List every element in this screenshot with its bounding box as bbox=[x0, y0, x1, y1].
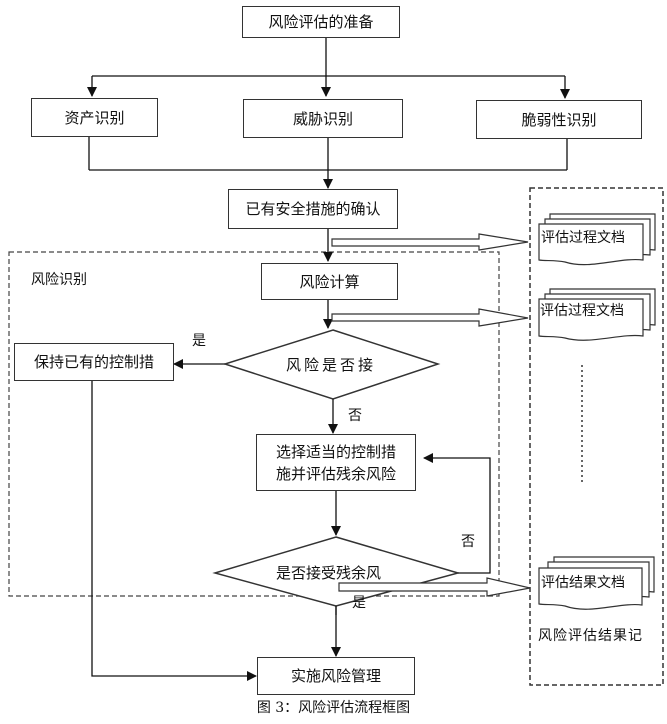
node-asset-identification: 资产识别 bbox=[31, 98, 158, 137]
risk-identification-group bbox=[8, 251, 500, 597]
label-no-2: 否 bbox=[461, 534, 475, 550]
node-implement-risk-management: 实施风险管理 bbox=[257, 657, 415, 695]
hollow-arrow-doc2 bbox=[331, 308, 529, 327]
group-label-results-record: 风险评估结果记 bbox=[538, 628, 643, 644]
hollow-arrow-doc3 bbox=[338, 577, 531, 597]
doc-result: 评估结果文档 bbox=[541, 575, 625, 591]
results-record-group bbox=[529, 187, 664, 686]
node-vulnerability-identification: 脆弱性识别 bbox=[476, 100, 642, 139]
node-prepare: 风险评估的准备 bbox=[242, 6, 400, 38]
node-threat-identification: 威胁识别 bbox=[243, 99, 403, 138]
node-select-controls: 选择适当的控制措 施并评估残余风险 bbox=[256, 434, 416, 491]
doc-process-2: 评估过程文档 bbox=[540, 303, 624, 319]
label-yes-1: 是 bbox=[192, 333, 206, 349]
arrow-no-loop-back bbox=[423, 453, 491, 574]
label-yes-2: 是 bbox=[352, 595, 366, 611]
select-controls-line1: 选择适当的控制措 bbox=[275, 442, 396, 461]
node-keep-controls: 保持已有的控制措 bbox=[14, 343, 174, 381]
doc-stack-2 bbox=[538, 288, 656, 341]
group-label-risk-identification: 风险识别 bbox=[31, 272, 87, 288]
risk-accept-decision-text: 风险是否接 bbox=[286, 356, 377, 374]
doc-stack-3 bbox=[538, 556, 655, 610]
residual-accept-decision-text: 是否接受残余风 bbox=[276, 564, 382, 582]
select-controls-line2: 施并评估残余风险 bbox=[275, 464, 396, 483]
doc-process-1: 评估过程文档 bbox=[541, 230, 625, 246]
node-risk-calculation: 风险计算 bbox=[261, 263, 398, 300]
label-no-1: 否 bbox=[348, 408, 362, 424]
hollow-arrow-doc1 bbox=[331, 233, 529, 251]
node-existing-measures: 已有安全措施的确认 bbox=[228, 189, 398, 229]
figure-caption: 图 3：风险评估流程框图 bbox=[256, 700, 411, 716]
arrow-keep-to-implement bbox=[91, 381, 257, 681]
doc-stack-1 bbox=[538, 213, 656, 266]
